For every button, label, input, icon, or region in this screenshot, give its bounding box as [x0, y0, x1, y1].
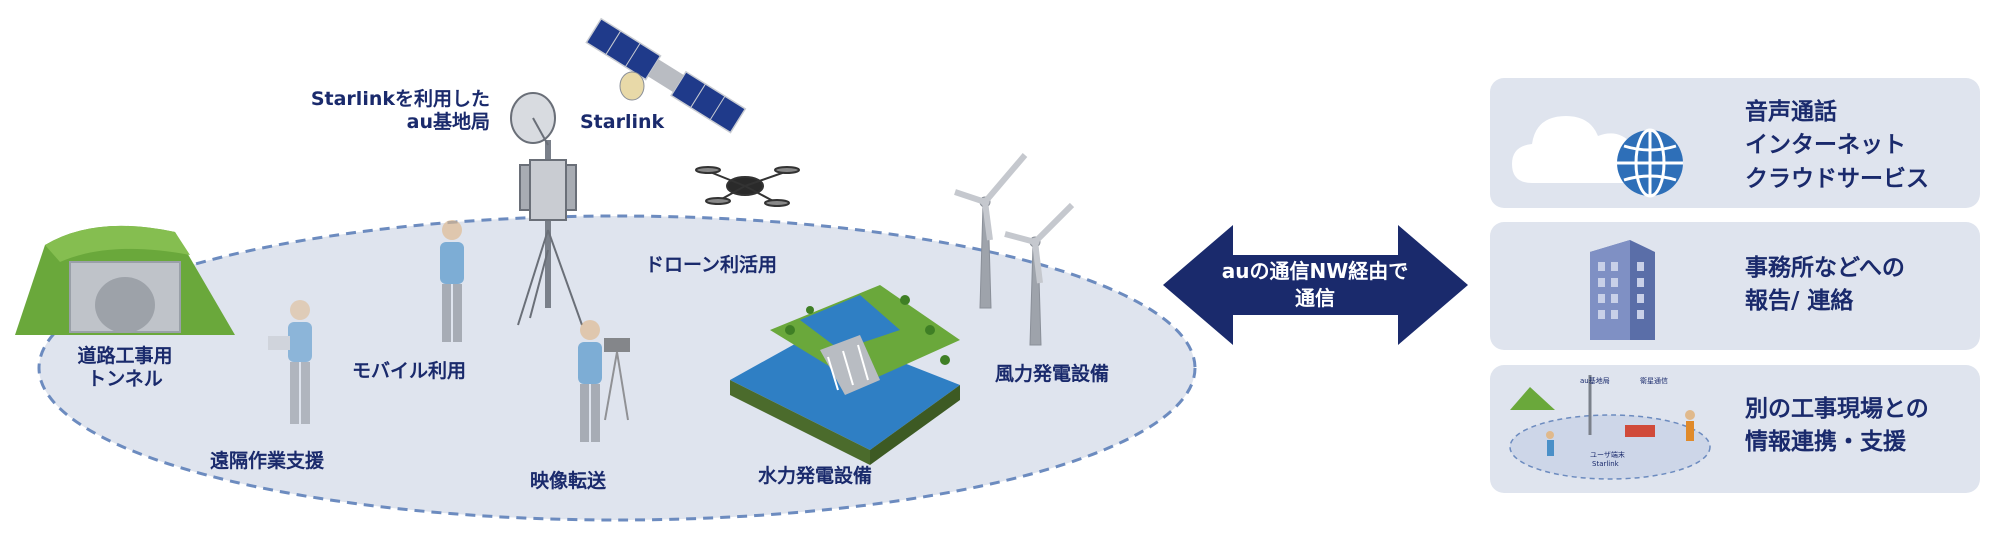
arrow-label: auの通信NW経由で 通信 [1221, 259, 1409, 310]
label-hydro: 水力発電設備 [758, 465, 873, 487]
panel-text: 音声通話 インターネット クラウドサービス [1745, 99, 1929, 192]
worker-mobile-icon [440, 220, 464, 342]
double-arrow [1163, 225, 1468, 345]
drone-icon [695, 166, 800, 207]
cloud-globe-icon [1512, 116, 1683, 198]
label-wind: 風力発電設備 [995, 363, 1110, 385]
panel-text: 事務所などへの 報告/ 連絡 [1745, 255, 1905, 315]
label-mobile: モバイル利用 [352, 360, 467, 382]
label-video: 映像転送 [530, 470, 607, 492]
worker-video-icon [578, 320, 630, 442]
mini-label-au: au基地局 [1580, 376, 1610, 385]
label-starlink-station: Starlinkを利用した au基地局 [310, 88, 490, 133]
worker-remote-support-icon [268, 300, 312, 424]
starlink-satellite-icon [585, 17, 747, 134]
office-building-icon [1590, 240, 1655, 340]
mini-label-user: ユーザ端末 [1590, 450, 1625, 459]
tunnel-icon [15, 225, 235, 335]
panel-other-site: au基地局 衛星通信 ユーザ端末 Starlink 別の工事現場との 情報連携・… [1490, 365, 1980, 493]
panel-office-report: 事務所などへの 報告/ 連絡 [1490, 222, 1980, 350]
base-station-tower-icon [510, 92, 583, 326]
site-area-ellipse [37, 214, 1197, 522]
label-remote-support: 遠隔作業支援 [210, 450, 325, 472]
label-drone: ドローン利活用 [645, 254, 778, 276]
label-starlink: Starlink [580, 111, 665, 133]
hydro-dam-icon [730, 285, 960, 465]
mini-label-starlink: Starlink [1592, 460, 1620, 468]
panel-cloud-services: 音声通話 インターネット クラウドサービス [1490, 78, 1980, 208]
panel-text: 別の工事現場との 情報連携・支援 [1745, 396, 1929, 456]
mini-label-sat: 衛星通信 [1640, 376, 1668, 385]
wind-turbine-icon [954, 153, 1075, 346]
mini-site-icon: au基地局 衛星通信 ユーザ端末 Starlink [1509, 375, 1711, 480]
label-tunnel: 道路工事用 トンネル [77, 345, 173, 390]
